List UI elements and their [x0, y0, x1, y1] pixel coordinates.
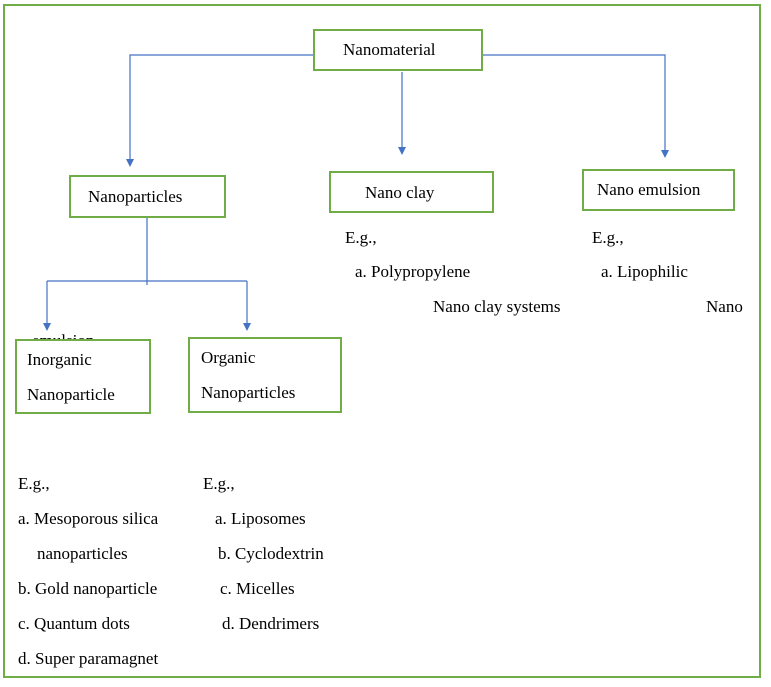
organic-example-c: c. Micelles — [220, 579, 295, 598]
node-inorganic-label-line1: Inorganic — [27, 350, 92, 369]
node-nano-clay: Nano clay — [329, 171, 494, 213]
node-organic-nanoparticles: Organic Nanoparticles — [188, 337, 342, 413]
nano-emulsion-example-a: a. Lipophilic — [601, 262, 688, 281]
connector-root-to-nano-emulsion — [483, 54, 669, 158]
node-nano-clay-label: Nano clay — [365, 183, 435, 202]
inorganic-example-d: d. Super paramagnet — [18, 649, 159, 668]
nano-clay-example-a-cont: Nano clay systems — [433, 297, 561, 316]
inorganic-example-a: a. Mesoporous silica — [18, 509, 159, 528]
organic-example-d: d. Dendrimers — [222, 614, 320, 633]
inorganic-example-b: b. Gold nanoparticle — [18, 579, 158, 598]
node-organic-label-line1: Organic — [201, 348, 256, 367]
nano-emulsion-example-overflow: emulsion — [32, 331, 132, 340]
node-nanoparticles-label: Nanoparticles — [88, 187, 183, 206]
node-nanoparticles: Nanoparticles — [69, 175, 226, 218]
nano-clay-eg: E.g., — [345, 228, 377, 247]
node-nanomaterial-label: Nanomaterial — [343, 40, 436, 59]
inorganic-example-c: c. Quantum dots — [18, 614, 130, 633]
inorganic-example-a-cont: nanoparticles — [37, 544, 128, 563]
node-inorganic-label-line2: Nanoparticle — [27, 385, 115, 404]
organic-example-b: b. Cyclodextrin — [218, 544, 324, 563]
node-organic-label-line2: Nanoparticles — [201, 383, 296, 402]
inorganic-eg: E.g., — [18, 474, 50, 493]
diagram-frame — [3, 4, 761, 678]
organic-example-a: a. Liposomes — [215, 509, 306, 528]
nano-emulsion-eg: E.g., — [592, 228, 624, 247]
organic-eg: E.g., — [203, 474, 235, 493]
node-nanomaterial: Nanomaterial — [313, 29, 483, 71]
node-nano-emulsion-label: Nano emulsion — [597, 180, 701, 199]
node-inorganic-nanoparticle: Inorganic Nanoparticle — [15, 339, 151, 414]
nano-emulsion-example-a-cont: Nano — [706, 297, 743, 316]
node-nano-emulsion: Nano emulsion — [582, 169, 735, 211]
nano-clay-example-a: a. Polypropylene — [355, 262, 471, 281]
connector-root-to-nanoparticles — [126, 54, 313, 167]
